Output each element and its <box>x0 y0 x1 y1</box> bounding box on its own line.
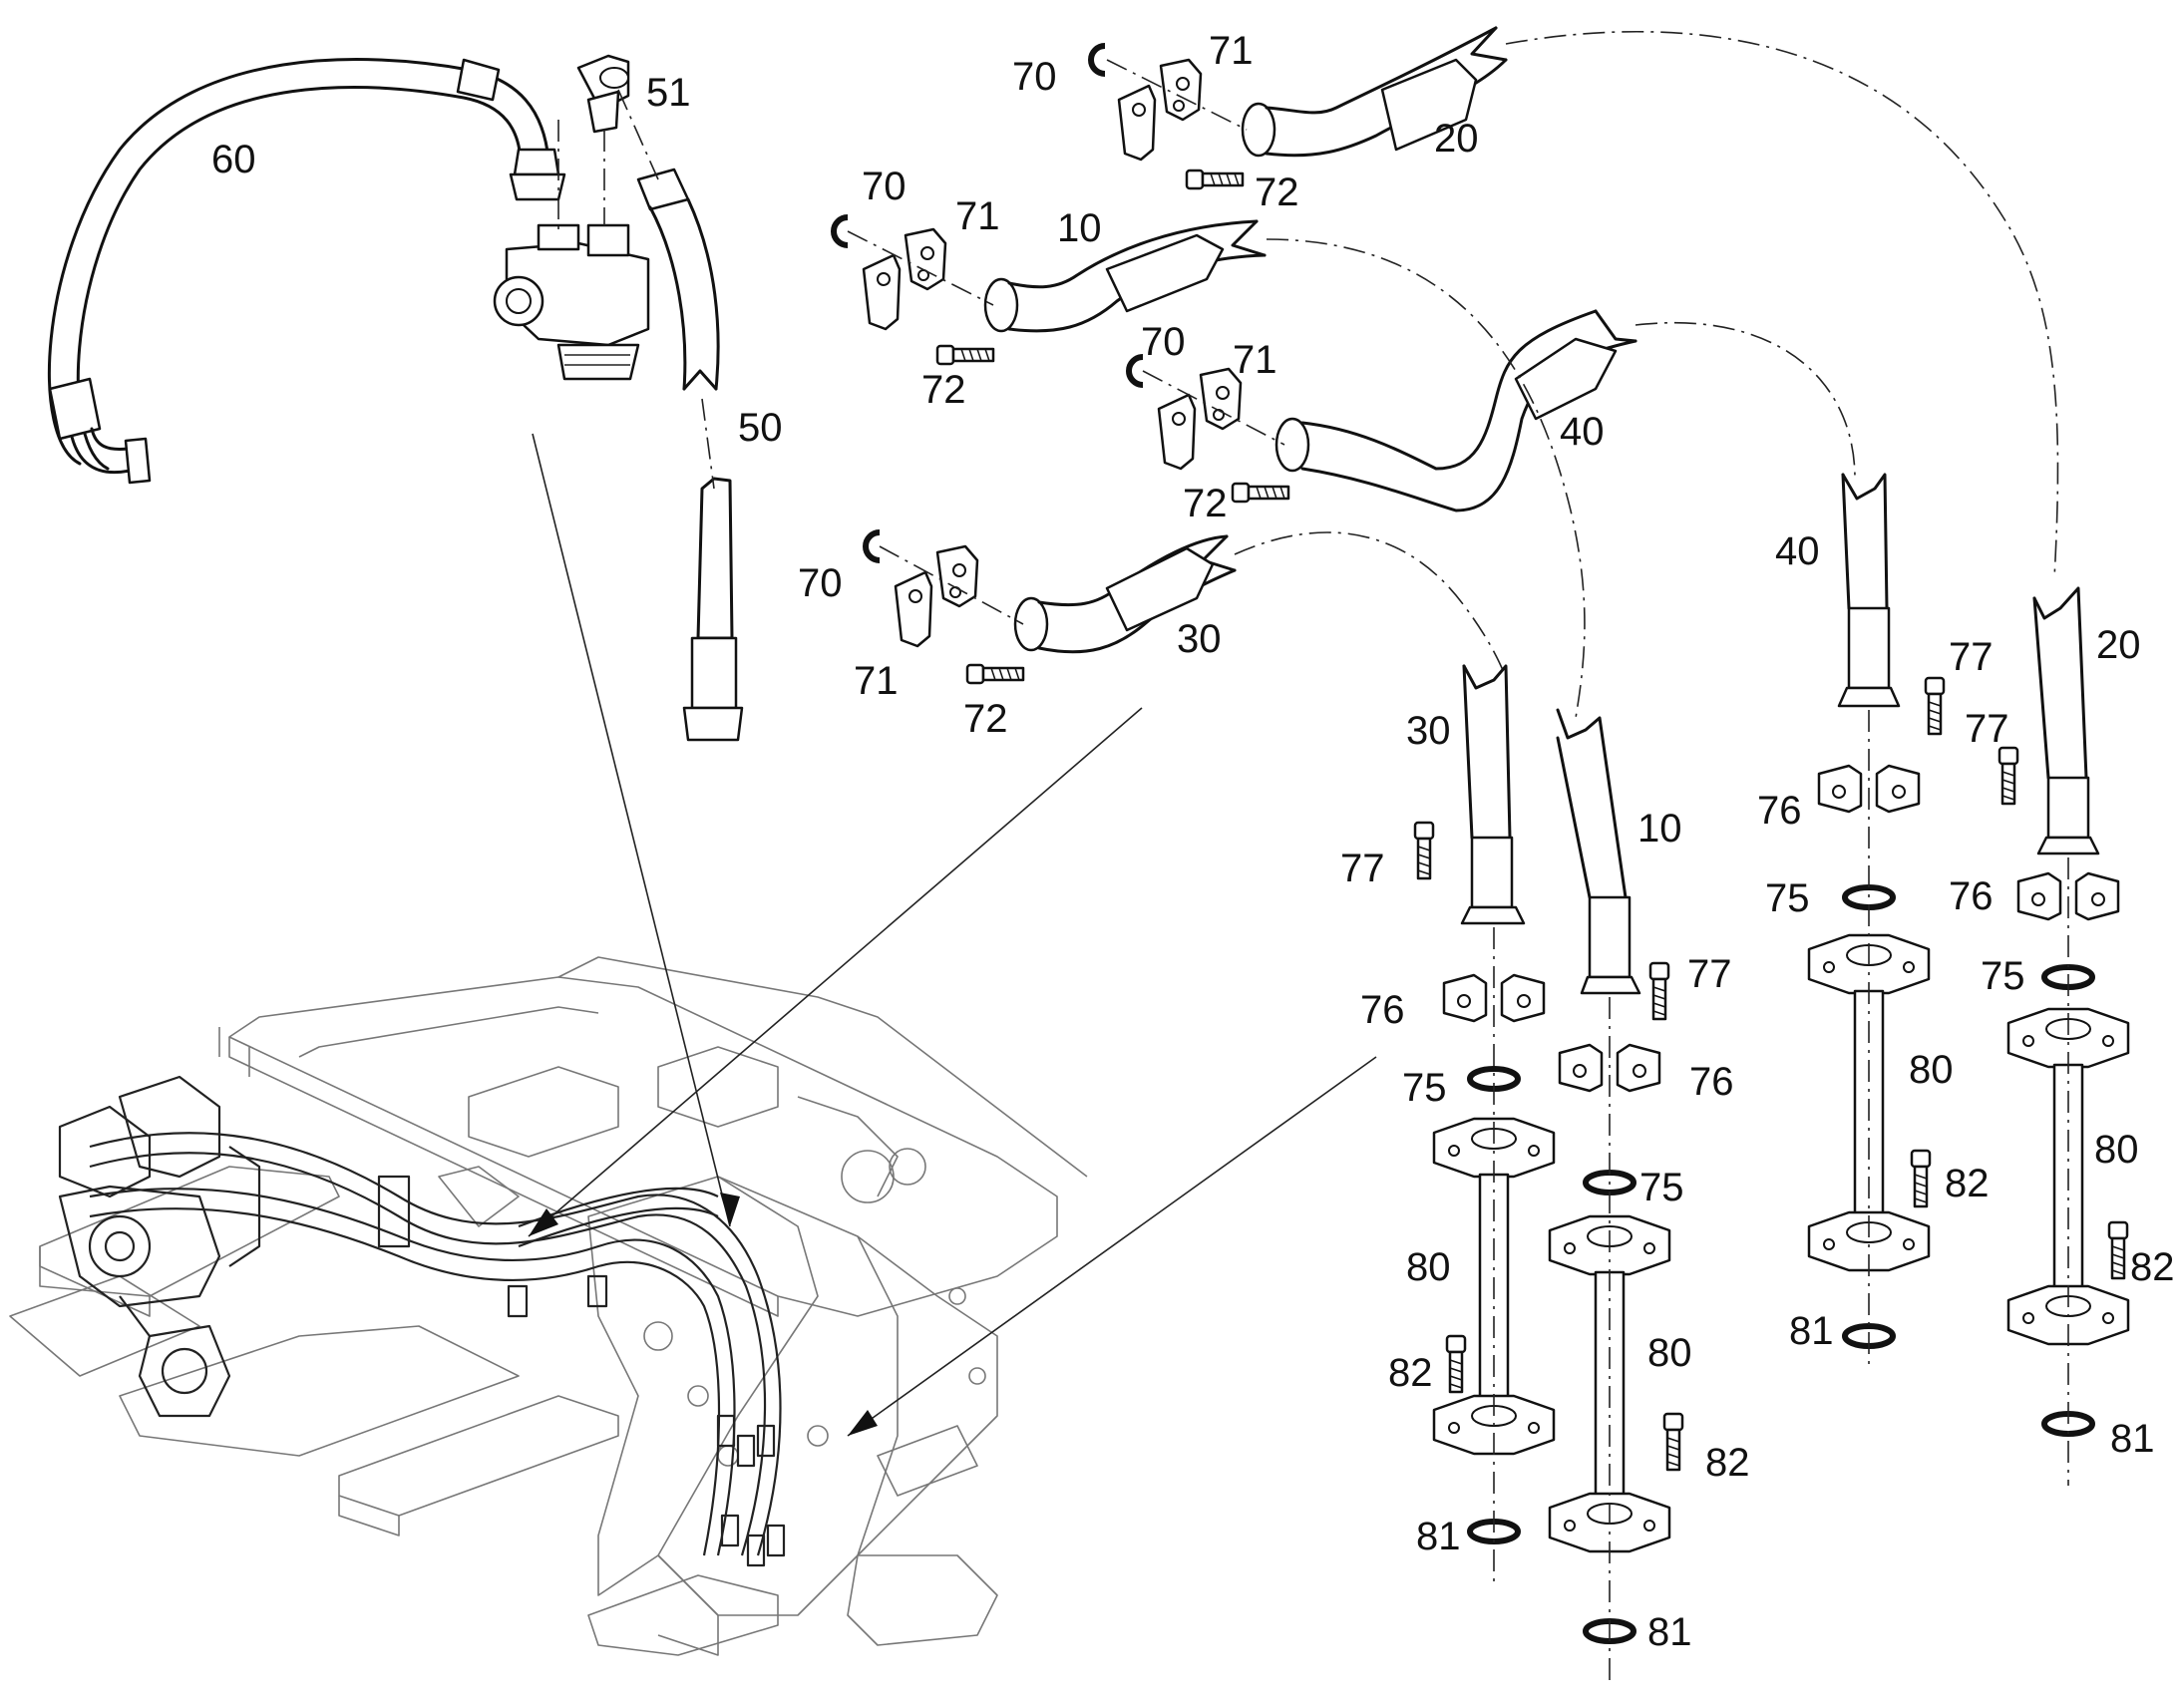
dashdot-lines-top-left <box>557 89 715 490</box>
callout-82: 82 <box>1388 1351 1433 1395</box>
tube-30-top <box>866 532 1237 685</box>
tube-40-top <box>1129 309 1637 512</box>
callout-70: 70 <box>862 165 907 208</box>
routing-lines <box>1234 30 2059 719</box>
callout-10: 10 <box>1057 206 1102 250</box>
callout-77: 77 <box>1340 847 1385 890</box>
callout-40: 40 <box>1560 410 1605 454</box>
callout-81: 81 <box>2110 1417 2155 1461</box>
callout-10: 10 <box>1637 807 1682 851</box>
hose-50 <box>636 168 744 742</box>
callout-75: 75 <box>1639 1166 1684 1209</box>
tube-10-top <box>834 217 1267 366</box>
callout-82: 82 <box>1945 1162 1990 1205</box>
callout-72: 72 <box>1183 482 1228 525</box>
callout-72: 72 <box>921 368 966 412</box>
callout-20: 20 <box>1434 117 1479 161</box>
callout-76: 76 <box>1360 988 1405 1032</box>
callout-50: 50 <box>738 406 783 450</box>
elbow-fitting-51 <box>576 54 630 134</box>
callout-82: 82 <box>1705 1441 1750 1485</box>
tee-fitting <box>493 223 650 381</box>
callout-70: 70 <box>1141 320 1186 364</box>
callout-81: 81 <box>1789 1309 1834 1353</box>
callout-80: 80 <box>1406 1245 1451 1289</box>
callout-81: 81 <box>1647 1610 1692 1654</box>
callout-labels: 60 51 50 70 71 72 20 70 71 72 10 70 71 7… <box>211 29 2175 1654</box>
callout-30: 30 <box>1177 617 1222 661</box>
hose-60 <box>47 58 566 485</box>
callout-77: 77 <box>1949 635 1994 679</box>
column-20 <box>2008 586 2128 1486</box>
callout-70: 70 <box>1012 55 1057 99</box>
callout-81: 81 <box>1416 1515 1461 1558</box>
callout-75: 75 <box>1402 1066 1447 1110</box>
column-10 <box>1550 708 1684 1685</box>
callout-20: 20 <box>2096 623 2141 667</box>
callout-51: 51 <box>646 71 691 115</box>
callout-80: 80 <box>1909 1048 1954 1092</box>
callout-71: 71 <box>1233 338 1277 382</box>
callout-70: 70 <box>798 561 843 605</box>
callout-77: 77 <box>1965 707 2009 751</box>
callout-77: 77 <box>1687 952 1732 996</box>
callout-75: 75 <box>1765 876 1810 920</box>
callout-76: 76 <box>1949 874 1994 918</box>
pump-assembly <box>58 1075 261 1418</box>
callout-82: 82 <box>2130 1245 2175 1289</box>
callout-72: 72 <box>963 697 1008 741</box>
tube-20-top <box>1091 26 1508 190</box>
callout-30: 30 <box>1406 709 1451 753</box>
leader-arrows <box>528 433 1377 1437</box>
callout-40: 40 <box>1775 529 1820 573</box>
callout-76: 76 <box>1689 1060 1734 1104</box>
column-30 <box>1413 664 1554 1585</box>
callout-71: 71 <box>854 659 899 703</box>
callout-72: 72 <box>1255 171 1299 214</box>
callout-76: 76 <box>1757 789 1802 833</box>
callout-75: 75 <box>1981 954 2025 998</box>
callout-60: 60 <box>211 138 256 181</box>
column-40 <box>1809 473 2019 1366</box>
callout-80: 80 <box>1647 1331 1692 1375</box>
callout-71: 71 <box>1209 29 1254 73</box>
callout-80: 80 <box>2094 1128 2139 1172</box>
callout-71: 71 <box>955 194 1000 238</box>
hose-bundle <box>89 1132 786 1567</box>
machine-frame <box>9 956 1088 1656</box>
